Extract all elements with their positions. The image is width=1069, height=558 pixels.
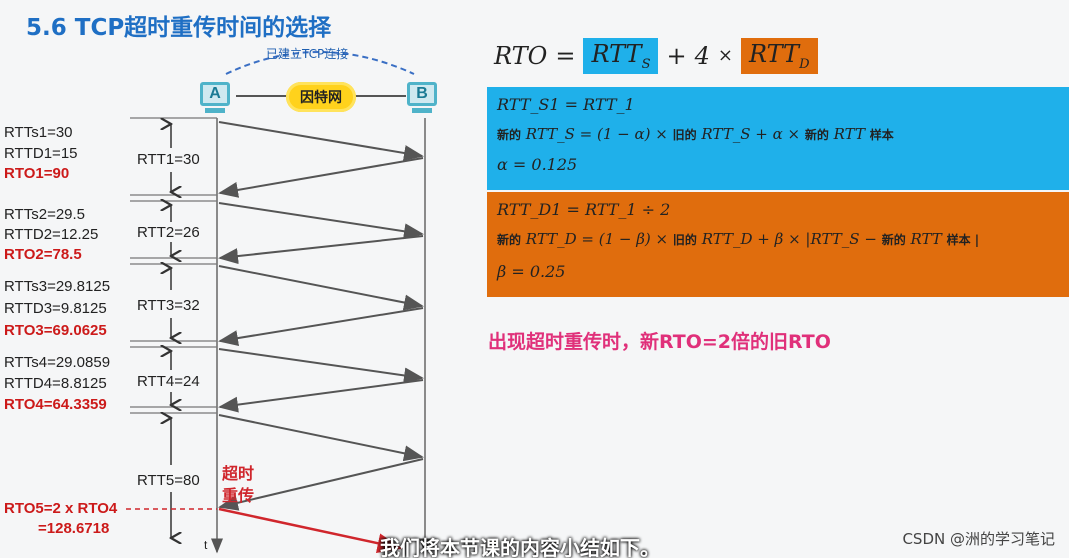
rto-3: RTO3=69.0625 [4, 322, 107, 339]
internet-cloud-icon: 因特网 [286, 82, 356, 112]
rttd-4: RTTD4=8.8125 [4, 375, 107, 392]
rtts-expr-a: RTT_S = (1 − α) × [525, 125, 668, 143]
timeout-label-1: 超时 [222, 464, 255, 483]
rtts-4: RTTs4=29.0859 [4, 354, 111, 371]
timeline-diagram [126, 51, 431, 554]
formula-times: × [717, 45, 733, 67]
watermark: CSDN @洲的学习笔记 [902, 530, 1055, 548]
rtts-expr-c: RTT [833, 125, 865, 143]
rto-4: RTO4=64.3359 [4, 396, 107, 413]
rto-5: RTO5=2 x RTO4 [4, 500, 118, 517]
rtts-panel-line2: 新的 RTT_S = (1 − α) × 旧的 RTT_S + α × 新的 R… [497, 125, 1059, 155]
rttd-1: RTTD1=15 [4, 145, 78, 162]
rto-1: RTO1=90 [4, 165, 70, 182]
rttd-sample-label: 样本 | [946, 233, 980, 247]
rttd-new-label: 新的 [497, 233, 522, 247]
rtt-5-label: RTT5=80 [137, 472, 200, 489]
formula-rtts: RTT [591, 40, 642, 68]
rtts-old-label: 旧的 [672, 128, 697, 142]
rtts-1: RTTs1=30 [4, 124, 73, 141]
rtts-3: RTTs3=29.8125 [4, 278, 111, 295]
rttd-3: RTTD3=9.8125 [4, 300, 107, 317]
rtts-expr-b: RTT_S + α × [701, 125, 801, 143]
host-a-icon: A [200, 82, 230, 106]
rtt-2-label: RTT2=26 [137, 224, 200, 241]
formula-eq: = [555, 41, 576, 70]
rttd-panel-line2: 新的 RTT_D = (1 − β) × 旧的 RTT_D + β × |RTT… [497, 230, 1059, 262]
host-a-stand [205, 108, 225, 113]
page-title: 5.6 TCP超时重传时间的选择 [26, 15, 332, 41]
formula-rttd-box: RTTD [740, 38, 818, 74]
rtts-panel: RTT_S1 = RTT_1 新的 RTT_S = (1 − α) × 旧的 R… [487, 87, 1069, 190]
rtts-new-label: 新的 [497, 128, 522, 142]
rttd-2: RTTD2=12.25 [4, 226, 99, 243]
rtt-3-label: RTT3=32 [137, 297, 200, 314]
timeout-rule-note: 出现超时重传时，新RTO=2倍的旧RTO [488, 331, 831, 353]
host-b-label: B [416, 85, 428, 102]
rttd-new2-label: 新的 [881, 233, 906, 247]
formula-lhs: RTO [494, 41, 548, 70]
host-a-label: A [209, 85, 221, 102]
segment-arrows [218, 121, 424, 511]
formula-rttd: RTT [748, 40, 800, 68]
formula-four: 4 [694, 41, 710, 70]
rto-formula: RTO = RTTS + 4 × RTTD [494, 38, 818, 74]
rttd-expr-b: RTT_D + β × |RTT_S − [701, 230, 877, 248]
rtts-new2-label: 新的 [804, 128, 829, 142]
rtt-1-label: RTT1=30 [137, 151, 200, 168]
rtts-panel-alpha: α = 0.125 [497, 155, 578, 174]
rttd-panel: RTT_D1 = RTT_1 ÷ 2 新的 RTT_D = (1 − β) × … [487, 192, 1069, 297]
formula-rttd-sub: D [799, 56, 810, 72]
rttd-expr-a: RTT_D = (1 − β) × [525, 230, 669, 248]
cloud-label: 因特网 [300, 90, 342, 106]
rto-2: RTO2=78.5 [4, 246, 82, 263]
rttd-expr-c: RTT [910, 230, 942, 248]
host-b-icon: B [407, 82, 437, 106]
host-b-stand [412, 108, 432, 113]
rtts-sample-label: 样本 [869, 128, 894, 142]
formula-rtts-box: RTTS [583, 38, 659, 74]
rttd-panel-line1: RTT_D1 = RTT_1 ÷ 2 [497, 200, 671, 219]
connection-arc [225, 51, 415, 75]
formula-plus: + [666, 41, 687, 70]
timeout-label-2: 重传 [222, 486, 255, 505]
formula-rtts-sub: S [641, 56, 651, 72]
rtt-4-label: RTT4=24 [137, 373, 200, 390]
rttd-panel-beta: β = 0.25 [497, 262, 566, 281]
connection-label: 已建立TCP连接 [266, 47, 349, 61]
time-axis-label: t [204, 538, 208, 552]
rttd-old-label: 旧的 [672, 233, 697, 247]
rto-5-value: =128.6718 [38, 520, 110, 537]
retransmit-arrow [218, 507, 403, 554]
rtts-panel-line1: RTT_S1 = RTT_1 [497, 95, 635, 114]
rtts-2: RTTs2=29.5 [4, 206, 86, 223]
video-subtitle: 我们将本节课的内容小结如下。 [380, 536, 660, 558]
